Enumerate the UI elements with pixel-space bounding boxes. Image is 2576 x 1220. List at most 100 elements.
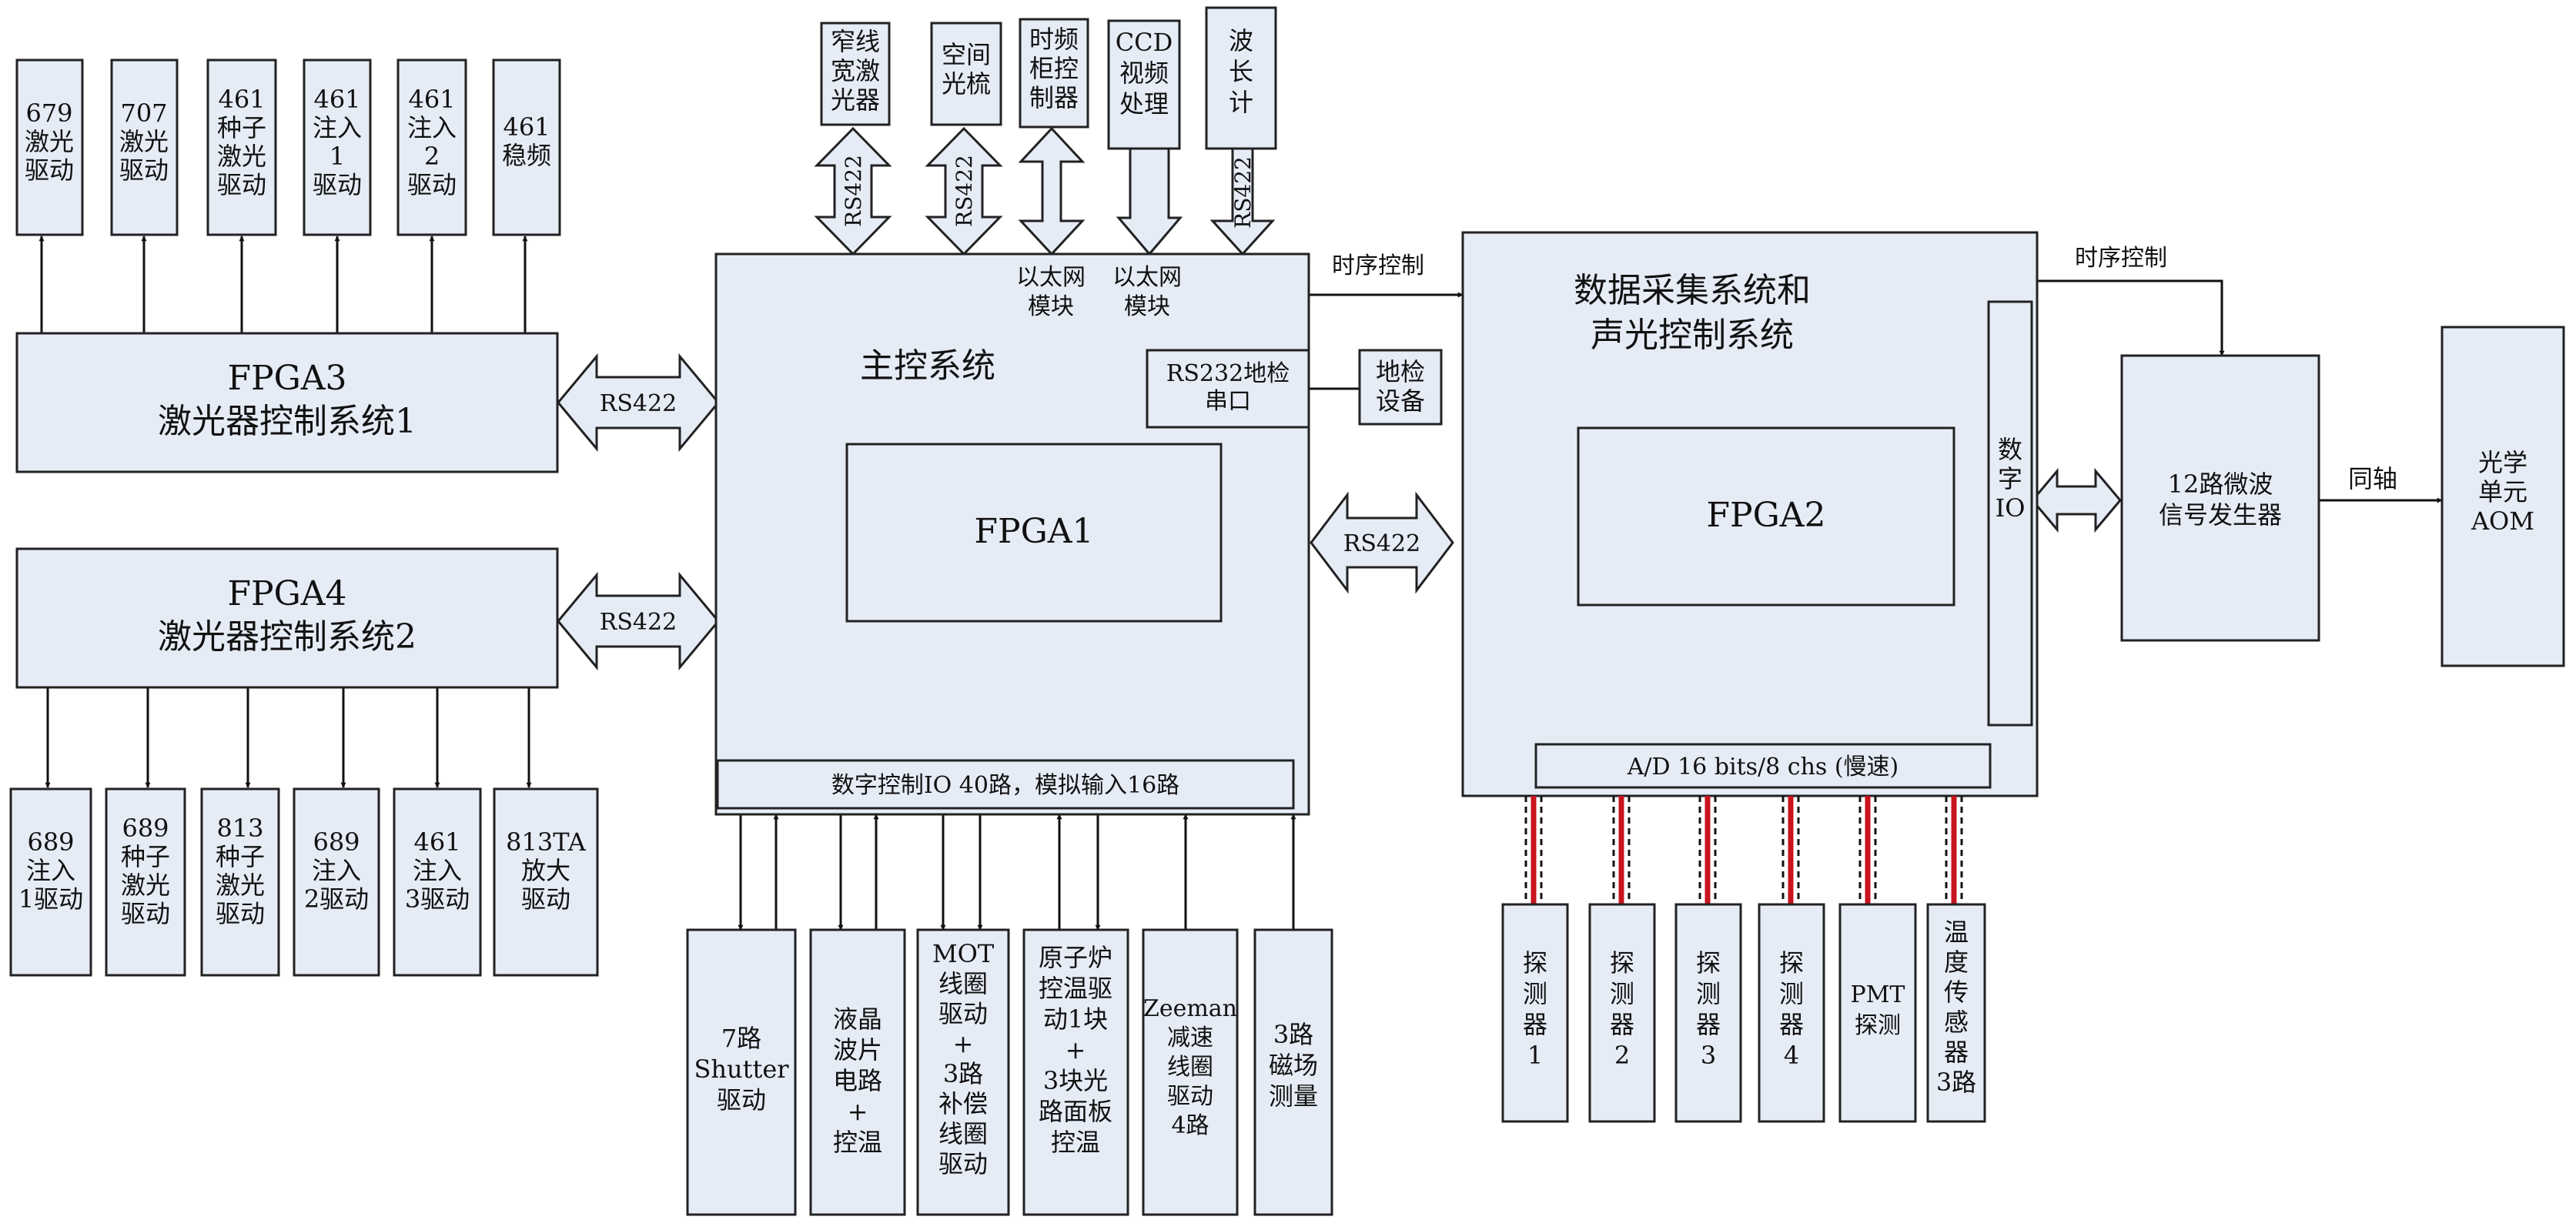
rs422-main-daq-arrow: RS422 (1310, 491, 1454, 594)
timing-control-label: 时序控制 (1332, 252, 1424, 279)
rs422-label: RS422 (1230, 156, 1256, 229)
svg-text:3路磁场测量: 3路磁场测量 (1269, 1020, 1318, 1111)
wavemeter: 波长计 (1205, 6, 1277, 150)
timing-control-arrows (1309, 279, 2225, 356)
svg-text:地检设备: 地检设备 (1376, 357, 1425, 416)
ground-check-equipment: 地检设备 (1358, 349, 1443, 426)
magnetic-field-measurement: 3路磁场测量 (1253, 928, 1333, 1216)
svg-text:空间光梳: 空间光梳 (942, 40, 991, 99)
ethernet-label: 以太网模块 (1112, 264, 1182, 320)
rs422-label: RS422 (600, 609, 677, 636)
rs422-label: RS422 (1343, 530, 1420, 557)
space-optical-comb: 空间光梳 (930, 22, 1002, 126)
daq-title: 数据采集系统和声光控制系统 (1574, 271, 1811, 355)
io-strip (716, 759, 1295, 810)
coax-label: 同轴 (2348, 464, 2397, 493)
rs422-label: RS422 (600, 390, 677, 417)
dio-microwave-arrow (2031, 467, 2122, 533)
svg-text:原子炉控温驱动1块+3块光路面板控温: 原子炉控温驱动1块+3块光路面板控温 (1039, 943, 1112, 1157)
svg-text:12路微波信号发生器: 12路微波信号发生器 (2159, 470, 2282, 530)
ethernet-label: 以太网模块 (1016, 264, 1086, 320)
rs422-fpga4-arrow: RS422 (557, 571, 720, 671)
svg-text:窄线宽激光器: 窄线宽激光器 (831, 27, 880, 115)
narrow-laser-arrow: RS422 (814, 126, 892, 256)
digital-io-strip (1987, 300, 2033, 727)
rs422-label: RS422 (952, 155, 977, 227)
fpga3-laser-control-system-1: FPGA3 激光器控制系统1 (15, 332, 559, 473)
timing-control-label: 时序控制 (2075, 245, 2167, 272)
fpga4-title: FPGA4 (227, 574, 346, 613)
fpga1-label: FPGA1 (974, 512, 1093, 551)
fpga3-subtitle: 激光器控制系统1 (158, 402, 417, 441)
fpga4-to-lasers-arrows (45, 687, 532, 788)
fpga3-to-lasers-arrows (38, 236, 528, 333)
rs232-port (1146, 349, 1310, 429)
detector-cables (1524, 796, 1963, 904)
io-to-modules-arrows (738, 814, 1296, 931)
atomic-oven-temperature-driver: 原子炉控温驱动1块+3块光路面板控温 (1022, 928, 1129, 1216)
rs232-label: RS232地检串口 (1166, 360, 1290, 415)
rs422-label: RS422 (841, 155, 866, 227)
rs422-fpga3-arrow: RS422 (557, 353, 720, 453)
time-frequency-controller: 时频柜控制器 (1019, 18, 1089, 129)
svg-text:时频柜控制器: 时频柜控制器 (1029, 25, 1079, 112)
liquid-crystal-waveplate-circuit: 液晶波片电路+控温 (809, 928, 906, 1216)
microwave-signal-generator: 12路微波信号发生器 (2120, 354, 2320, 642)
comb-arrow: RS422 (925, 126, 1003, 256)
fpga2-label: FPGA2 (1706, 496, 1825, 535)
adc-strip (1534, 743, 1992, 789)
fpga4-laser-control-system-2: FPGA4 激光器控制系统2 (15, 547, 559, 689)
main-control-system: 主控系统 FPGA1 RS232地检串口 数字控制IO 40路，模拟输入16路 … (714, 252, 1310, 816)
fpga3-title: FPGA3 (227, 359, 346, 398)
clock-arrow (1018, 126, 1086, 256)
